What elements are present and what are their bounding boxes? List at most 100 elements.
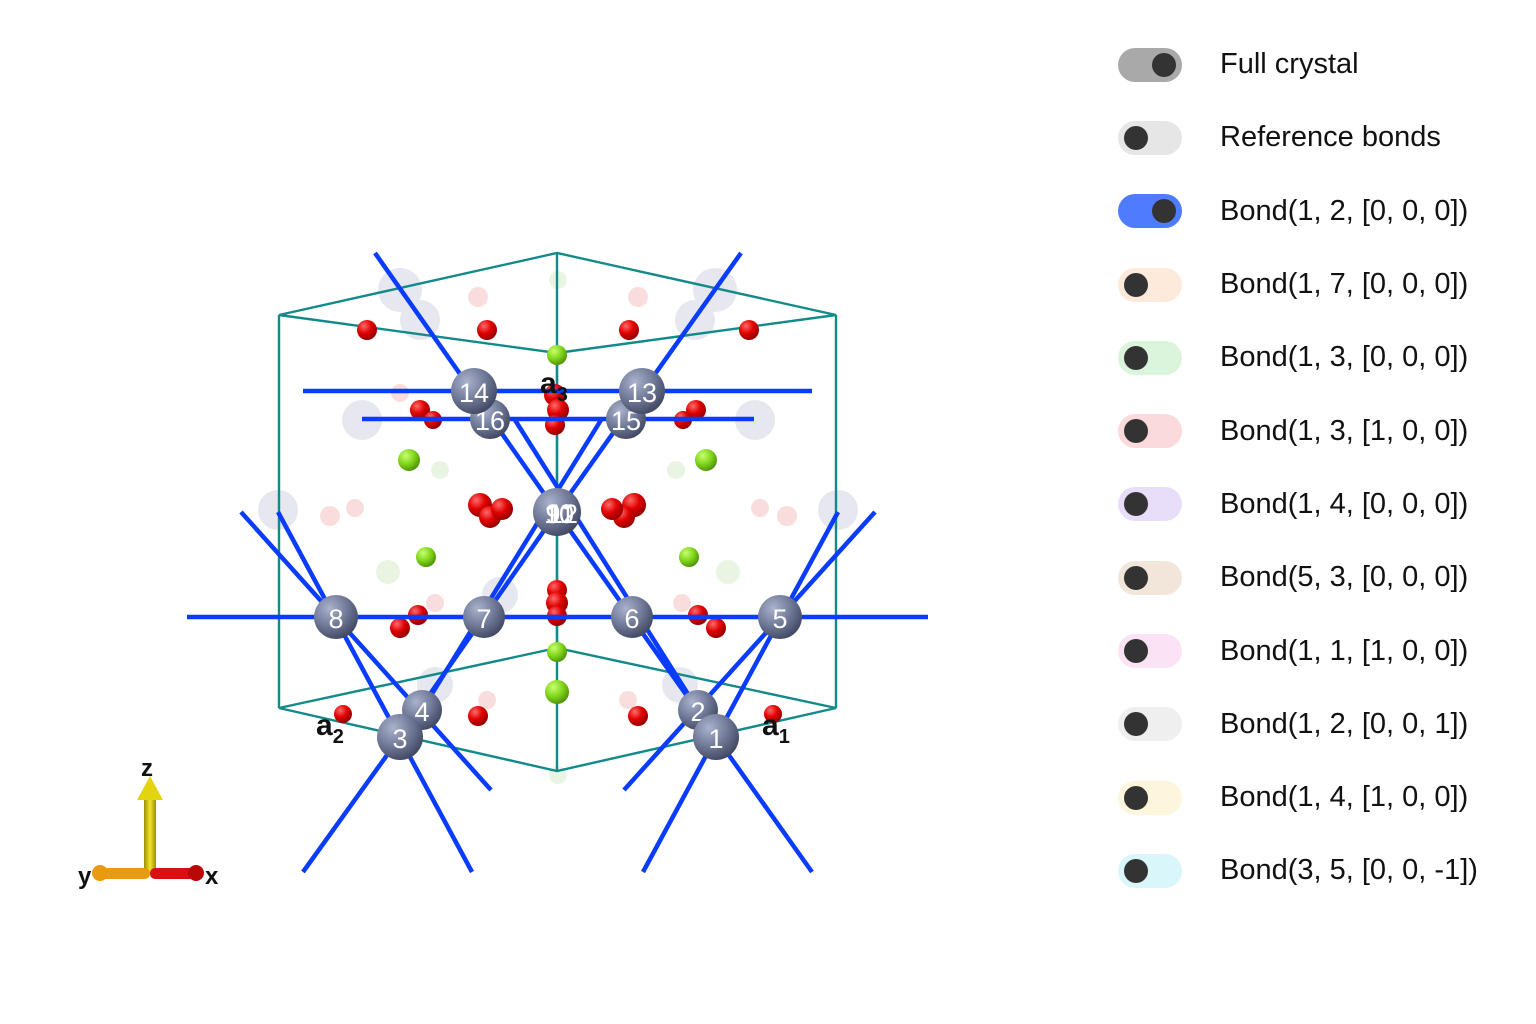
bond — [714, 735, 814, 874]
atom-5: 5 — [758, 595, 802, 639]
atom-14: 14 — [451, 368, 497, 414]
legend-item[interactable]: Bond(1, 4, [0, 0, 0]) — [1118, 468, 1528, 541]
oxygen-atom — [390, 618, 410, 638]
ghost-atom — [751, 499, 769, 517]
crystal-structure-view[interactable]: 16 15 14 13 9 10 11 12 8 7 6 5 4 2 3 1 a… — [0, 0, 1100, 1024]
orientation-axes: z y x — [78, 755, 219, 890]
toggle-knob — [1124, 419, 1148, 444]
legend-item[interactable]: Reference bonds — [1118, 101, 1528, 174]
legend-label: Bond(5, 3, [0, 0, 0]) — [1220, 561, 1469, 594]
oxygen-atom — [491, 498, 513, 520]
svg-text:10: 10 — [544, 499, 574, 529]
metal-atoms: 16 15 14 13 9 10 11 12 8 7 6 5 4 2 3 1 — [314, 368, 802, 760]
atom-11: 11 — [547, 499, 575, 529]
atom-3: 3 — [377, 714, 423, 760]
oxygen-atom — [477, 320, 497, 340]
toggle-knob — [1124, 639, 1148, 664]
atom-10: 10 — [544, 499, 574, 529]
toggle-switch[interactable] — [1118, 340, 1182, 375]
legend-item[interactable]: Bond(1, 3, [1, 0, 0]) — [1118, 394, 1528, 467]
legend-label: Bond(1, 7, [0, 0, 0]) — [1220, 268, 1469, 301]
axis-label-x: x — [205, 863, 219, 890]
ghost-atom — [468, 287, 488, 307]
ghost-atom — [619, 691, 637, 709]
legend-item[interactable]: Bond(3, 5, [0, 0, -1]) — [1118, 834, 1528, 907]
toggle-switch[interactable] — [1118, 120, 1182, 155]
svg-text:13: 13 — [627, 378, 657, 408]
green-atom — [416, 547, 436, 567]
svg-text:3: 3 — [392, 724, 407, 754]
legend-label: Reference bonds — [1220, 121, 1441, 154]
ghost-atom — [818, 490, 858, 530]
toggle-knob — [1152, 199, 1176, 224]
svg-text:6: 6 — [624, 604, 639, 634]
green-atom — [398, 449, 420, 471]
ghost-atom — [667, 461, 685, 479]
svg-text:9: 9 — [545, 499, 560, 529]
legend-label: Bond(1, 2, [0, 0, 1]) — [1220, 707, 1469, 740]
toggle-switch[interactable] — [1118, 853, 1182, 888]
legend-item[interactable]: Bond(1, 1, [1, 0, 0]) — [1118, 614, 1528, 687]
ghost-atom — [735, 400, 775, 440]
legend-item[interactable]: Bond(1, 3, [0, 0, 0]) — [1118, 321, 1528, 394]
bond — [301, 735, 402, 874]
toggle-knob — [1124, 712, 1148, 737]
legend-item[interactable]: Full crystal — [1118, 28, 1528, 101]
legend-label: Full crystal — [1220, 48, 1359, 81]
svg-text:12: 12 — [548, 499, 578, 529]
toggle-knob — [1124, 272, 1148, 297]
toggle-switch[interactable] — [1118, 487, 1182, 522]
bond — [276, 510, 474, 874]
toggle-knob — [1124, 785, 1148, 810]
green-atom — [547, 345, 567, 365]
oxygen-atom — [601, 498, 623, 520]
ghost-atom — [376, 560, 400, 584]
toggle-switch[interactable] — [1118, 267, 1182, 302]
green-atom — [679, 547, 699, 567]
svg-text:1: 1 — [708, 724, 723, 754]
ghost-atom — [431, 461, 449, 479]
toggle-switch[interactable] — [1118, 634, 1182, 669]
oxygen-atom — [410, 400, 430, 420]
atom-7: 7 — [463, 596, 505, 638]
axis-label-z: z — [141, 755, 153, 782]
legend-item[interactable]: Bond(1, 7, [0, 0, 0]) — [1118, 248, 1528, 321]
oxygen-atom — [334, 705, 352, 723]
legend-label: Bond(1, 3, [0, 0, 0]) — [1220, 341, 1469, 374]
legend-item[interactable]: Bond(1, 2, [0, 0, 0]) — [1118, 175, 1528, 248]
green-atom — [545, 680, 569, 704]
ghost-atom — [346, 499, 364, 517]
bonds — [187, 251, 928, 874]
toggle-switch[interactable] — [1118, 194, 1182, 229]
lattice-label-a2: a2 — [316, 709, 344, 748]
bond — [622, 510, 877, 792]
ghost-atom — [716, 560, 740, 584]
bond — [420, 418, 603, 712]
oxygen-atom — [468, 706, 488, 726]
atom-6: 6 — [611, 596, 653, 638]
toggle-switch[interactable] — [1118, 780, 1182, 815]
svg-text:11: 11 — [547, 499, 575, 529]
legend-item[interactable]: Bond(5, 3, [0, 0, 0]) — [1118, 541, 1528, 614]
toggle-switch[interactable] — [1118, 707, 1182, 742]
toggle-knob — [1152, 52, 1176, 77]
oxygen-atom — [619, 320, 639, 340]
atom-1: 1 — [693, 714, 739, 760]
svg-text:7: 7 — [476, 604, 491, 634]
toggle-knob — [1124, 492, 1148, 517]
toggle-knob — [1124, 345, 1148, 370]
bond — [513, 418, 700, 712]
atom-13: 13 — [619, 368, 665, 414]
legend-label: Bond(3, 5, [0, 0, -1]) — [1220, 854, 1478, 887]
oxygen-atom — [628, 706, 648, 726]
toggle-switch[interactable] — [1118, 414, 1182, 449]
toggle-switch[interactable] — [1118, 560, 1182, 595]
oxygen-atom — [739, 320, 759, 340]
ghost-atom — [320, 506, 340, 526]
legend-item[interactable]: Bond(1, 2, [0, 0, 1]) — [1118, 688, 1528, 761]
lattice-vector-labels: a3 a2 a1 — [316, 367, 790, 748]
toggle-switch[interactable] — [1118, 47, 1182, 82]
legend-item[interactable]: Bond(1, 4, [1, 0, 0]) — [1118, 761, 1528, 834]
legend-label: Bond(1, 2, [0, 0, 0]) — [1220, 194, 1469, 227]
svg-text:8: 8 — [328, 604, 343, 634]
